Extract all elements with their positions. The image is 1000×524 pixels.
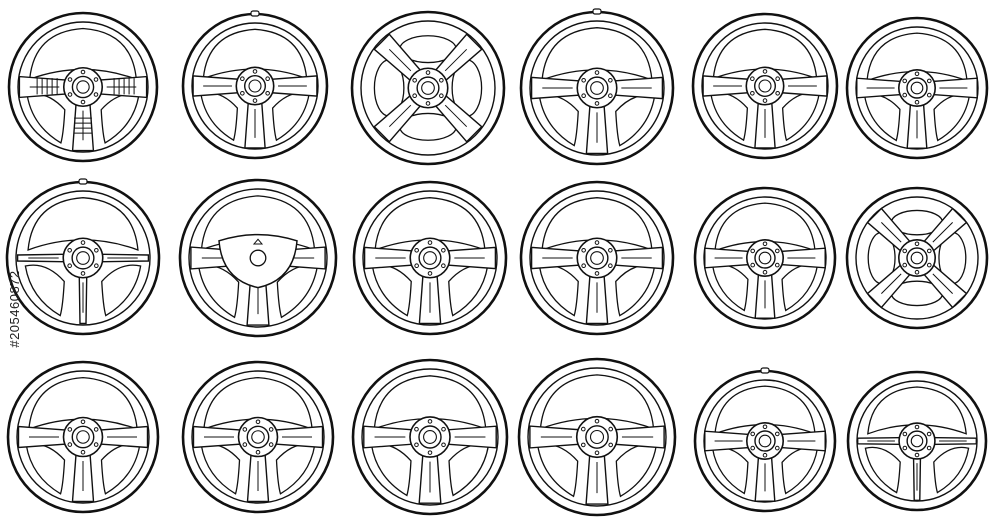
steering-wheel bbox=[517, 357, 677, 517]
steering-wheel bbox=[178, 178, 338, 338]
steering-wheel bbox=[352, 180, 508, 336]
steering-wheel bbox=[7, 11, 159, 163]
steering-wheel bbox=[351, 358, 509, 516]
steering-wheel bbox=[845, 16, 989, 160]
steering-wheel bbox=[691, 12, 839, 160]
steering-wheel bbox=[845, 186, 989, 330]
stock-id-label: #205460872 bbox=[7, 270, 22, 348]
steering-wheel bbox=[5, 178, 161, 336]
steering-wheel bbox=[519, 180, 675, 336]
steering-wheel bbox=[846, 370, 988, 512]
steering-wheel bbox=[693, 367, 837, 513]
steering-wheel bbox=[693, 186, 837, 330]
steering-wheel bbox=[6, 360, 160, 514]
steering-wheel bbox=[350, 10, 506, 166]
steering-wheel bbox=[181, 360, 335, 514]
steering-wheel bbox=[519, 8, 675, 166]
steering-wheel bbox=[181, 10, 329, 160]
